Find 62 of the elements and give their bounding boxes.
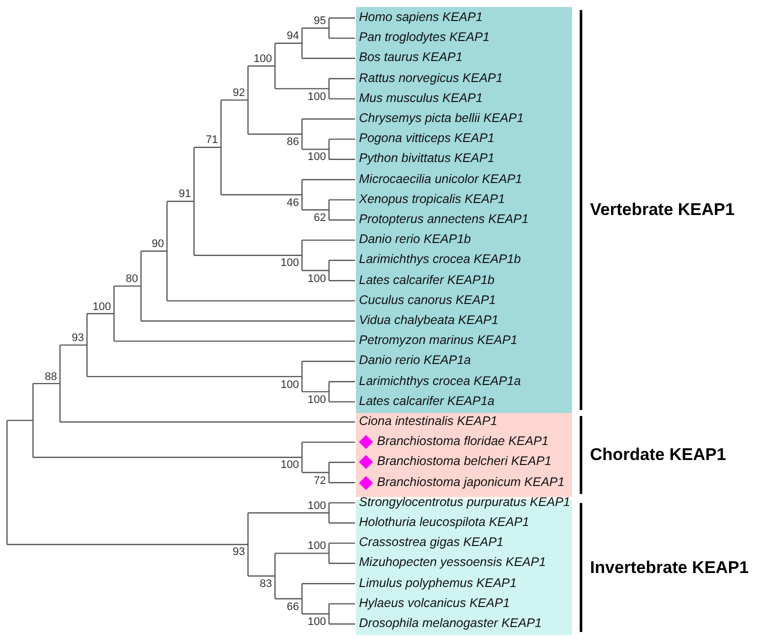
species-label: Holothuria leucospilota KEAP1 — [359, 515, 530, 530]
species-label: Ciona intestinalis KEAP1 — [359, 414, 498, 429]
species-label: Drosophila melanogaster KEAP1 — [359, 616, 542, 631]
bootstrap-value: 93 — [72, 332, 84, 344]
species-label: Branchiostoma floridae KEAP1 — [377, 434, 549, 450]
bootstrap-value: 100 — [308, 90, 326, 103]
species-label: Lates calcarifer KEAP1b — [359, 272, 494, 288]
species-label: Python bivittatus KEAP1 — [359, 151, 494, 166]
species-label: Mus musculus KEAP1 — [359, 90, 483, 106]
bootstrap-value: 100 — [308, 540, 326, 552]
species-label: Branchiostoma belcheri KEAP1 — [377, 454, 552, 470]
bootstrap-value: 90 — [152, 238, 164, 250]
bootstrap-value: 62 — [314, 212, 326, 224]
clade-label: Chordate KEAP1 — [590, 445, 726, 465]
species-label: Chrysemys picta bellii KEAP1 — [359, 111, 524, 126]
species-label: Branchiostoma japonicum KEAP1 — [377, 474, 565, 490]
species-label: Bos taurus KEAP1 — [359, 50, 463, 66]
bootstrap-value: 100 — [92, 300, 111, 313]
species-label: Hylaeus volcanicus KEAP1 — [359, 596, 510, 611]
bootstrap-value: 71 — [206, 134, 218, 146]
species-label: Rattus norvegicus KEAP1 — [359, 70, 503, 86]
bootstrap-value: 72 — [314, 474, 326, 486]
bootstrap-value: 88 — [44, 370, 57, 383]
bootstrap-value: 66 — [286, 600, 299, 613]
species-label: Strongylocentrotus purpuratus KEAP1 — [359, 494, 570, 510]
species-label: Limulus polyphemus KEAP1 — [359, 576, 517, 591]
species-label: Vidua chalybeata KEAP1 — [359, 313, 498, 328]
species-label: Larimichthys crocea KEAP1b — [359, 252, 521, 268]
bootstrap-value: 100 — [308, 151, 326, 164]
bootstrap-value: 83 — [260, 578, 272, 590]
bootstrap-value: 94 — [286, 30, 299, 42]
bootstrap-value: 95 — [314, 15, 326, 28]
bootstrap-value: 92 — [232, 87, 245, 100]
species-label: Danio rerio KEAP1a — [359, 353, 471, 368]
bootstrap-value: 80 — [126, 273, 138, 286]
bootstrap-value: 100 — [308, 272, 326, 284]
species-label: Pan troglodytes KEAP1 — [359, 30, 490, 46]
species-label: Protopterus annectens KEAP1 — [359, 212, 529, 227]
species-label: Xenopus tropicalis KEAP1 — [359, 192, 505, 207]
species-label: Danio rerio KEAP1b — [359, 232, 471, 248]
species-label: Crassostrea gigas KEAP1 — [359, 535, 504, 550]
species-label: Larimichthys crocea KEAP1a — [359, 374, 521, 389]
bootstrap-value: 86 — [286, 136, 299, 148]
bootstrap-value: 91 — [178, 188, 191, 200]
bootstrap-value: 100 — [280, 257, 299, 270]
species-label: Petromyzon marinus KEAP1 — [359, 333, 518, 348]
bootstrap-value: 100 — [254, 52, 272, 65]
bootstrap-value: 100 — [280, 378, 299, 391]
species-label: Homo sapiens KEAP1 — [359, 10, 483, 25]
bootstrap-value: 46 — [286, 196, 299, 209]
clade-label: Invertebrate KEAP1 — [590, 558, 749, 578]
species-label: Cuculus canorus KEAP1 — [359, 292, 496, 308]
bootstrap-value: 100 — [280, 459, 299, 472]
bootstrap-value: 100 — [308, 394, 326, 406]
species-label: Pogona vitticeps KEAP1 — [359, 131, 494, 146]
bootstrap-value: 93 — [232, 546, 245, 558]
species-label: Mizuhopecten yessoensis KEAP1 — [359, 555, 546, 570]
bootstrap-value: 100 — [308, 500, 326, 512]
species-label: Lates calcarifer KEAP1a — [359, 394, 494, 409]
bootstrap-value: 100 — [308, 616, 326, 628]
clade-label: Vertebrate KEAP1 — [590, 200, 735, 220]
species-label: Microcaecilia unicolor KEAP1 — [359, 172, 522, 187]
